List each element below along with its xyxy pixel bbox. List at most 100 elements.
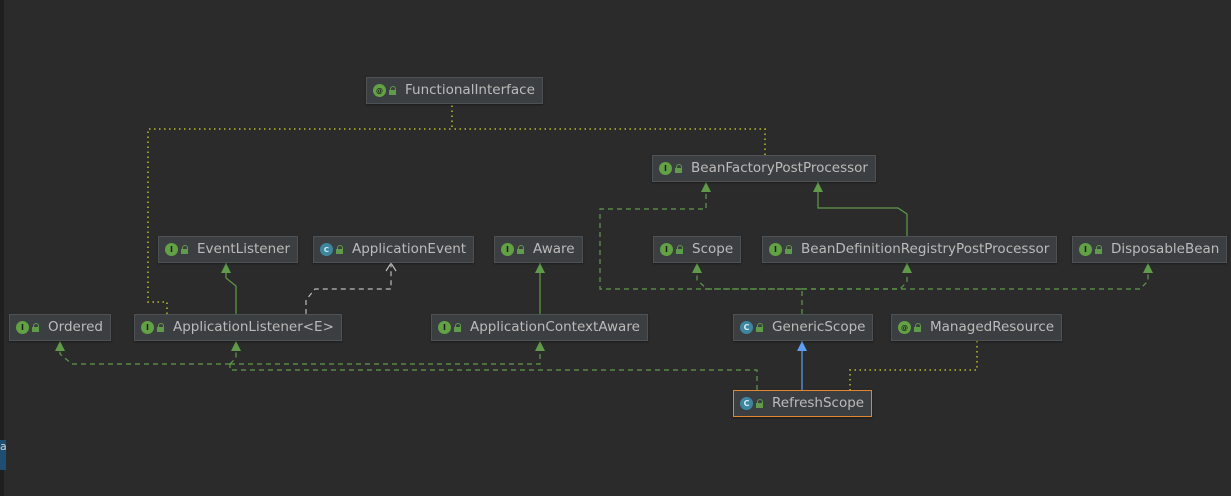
node-label: ApplicationEvent [352,240,467,257]
arrowhead [535,263,545,273]
arrowhead [221,263,231,273]
lock-icon [785,244,793,255]
edge-bdrpp-bfpp [813,182,908,236]
node-label: Scope [692,240,734,257]
arrowhead [797,341,807,351]
arrowhead [535,341,545,351]
node-ordered[interactable]: I Ordered [9,314,111,341]
edge-genericscope-bfpp [599,182,803,314]
node-aware[interactable]: I Aware [494,236,583,263]
edge-appctxaware-aware [535,263,545,314]
edge-line [802,263,1149,290]
edge-genericscope-applistener [229,341,241,365]
arrowhead-open [385,261,397,272]
edge-bfpp-functionalinterface [452,128,766,155]
lock-icon [1095,244,1103,255]
interface-icon: I [501,243,514,256]
node-label: FunctionalInterface [405,81,535,98]
lock-icon [32,322,40,333]
interface-icon: I [165,243,178,256]
arrowhead [692,263,702,273]
node-scope[interactable]: I Scope [653,236,742,263]
interface-icon: I [16,321,29,334]
edge-line [59,341,230,365]
lock-icon [676,244,684,255]
annotation-type-icon: @ [373,84,386,97]
interface-icon: I [1079,243,1092,256]
interface-icon: I [438,321,451,334]
edge-line [599,182,803,314]
edge-genericscope-ordered [55,341,230,365]
sidebar-tab-label: a [0,440,6,453]
arrowhead [902,263,912,273]
lock-icon [756,322,764,333]
edge-genericscope-left-trunk [229,364,758,390]
lock-icon [157,322,165,333]
node-bean-factory-post-processor[interactable]: I BeanFactoryPostProcessor [652,155,876,182]
lock-icon [389,85,397,96]
edge-line [229,364,758,390]
node-label: EventListener [197,240,290,257]
node-bean-definition-registry-post-processor[interactable]: I BeanDefinitionRegistryPostProcessor [762,236,1058,263]
edge-genericscope-scope [692,263,802,290]
edge-line [305,263,392,314]
node-event-listener[interactable]: I EventListener [158,236,298,263]
lock-icon [756,398,764,409]
arrowhead [813,182,823,192]
class-icon: C [740,321,753,334]
node-label: DisposableBean [1111,240,1220,257]
edge-line [696,263,802,290]
node-label: Aware [533,240,575,257]
interface-icon: I [141,321,154,334]
node-generic-scope[interactable]: C GenericScope [733,314,874,341]
edge-genericscope-bdrpp [802,263,912,290]
node-label: RefreshScope [772,394,865,411]
arrowhead [1143,263,1153,273]
edge-line [230,341,541,365]
edge-managedresource-refreshscope [849,341,978,390]
edge-genericscope-disposablebean [802,263,1153,290]
node-label: Ordered [48,318,103,335]
interface-icon: I [659,162,672,175]
arrowhead [701,182,711,192]
node-label: ApplicationContextAware [470,318,640,335]
node-label: ManagedResource [930,318,1055,335]
node-functional-interface[interactable]: @ FunctionalInterface [366,77,543,104]
lock-icon [675,163,683,174]
arrowhead [55,341,65,351]
edge-applistener-eventlistener [221,263,237,314]
node-disposable-bean[interactable]: I DisposableBean [1072,236,1228,263]
annotation-type-icon: @ [898,321,911,334]
edge-line [849,341,978,390]
node-label: BeanDefinitionRegistryPostProcessor [801,240,1050,257]
node-refresh-scope[interactable]: C RefreshScope [733,390,873,417]
abstract-class-icon: C [320,243,333,256]
edge-genericscope-appctxaware [230,341,545,365]
node-label: ApplicationListener<E> [173,318,334,335]
interface-icon: I [769,243,782,256]
sidebar-tab[interactable]: a [0,440,6,470]
lock-icon [181,244,189,255]
class-icon: C [740,397,753,410]
node-application-context-aware[interactable]: I ApplicationContextAware [431,314,648,341]
node-application-listener[interactable]: I ApplicationListener<E> [134,314,342,341]
node-label: GenericScope [772,318,866,335]
interface-icon: I [660,243,673,256]
edge-line [147,104,453,314]
edge-line [817,182,908,236]
edge-applistener-functionalinterface [147,104,453,314]
arrowhead [231,341,241,351]
lock-icon [517,244,525,255]
edge-refreshscope-genericscope [797,341,807,390]
node-application-event[interactable]: C ApplicationEvent [313,236,475,263]
edge-line [802,263,908,290]
lock-icon [336,244,344,255]
lock-icon [914,322,922,333]
lock-icon [454,322,462,333]
left-panel-edge [0,0,4,496]
node-managed-resource[interactable]: @ ManagedResource [891,314,1063,341]
edge-line [452,128,766,155]
node-label: BeanFactoryPostProcessor [691,159,868,176]
